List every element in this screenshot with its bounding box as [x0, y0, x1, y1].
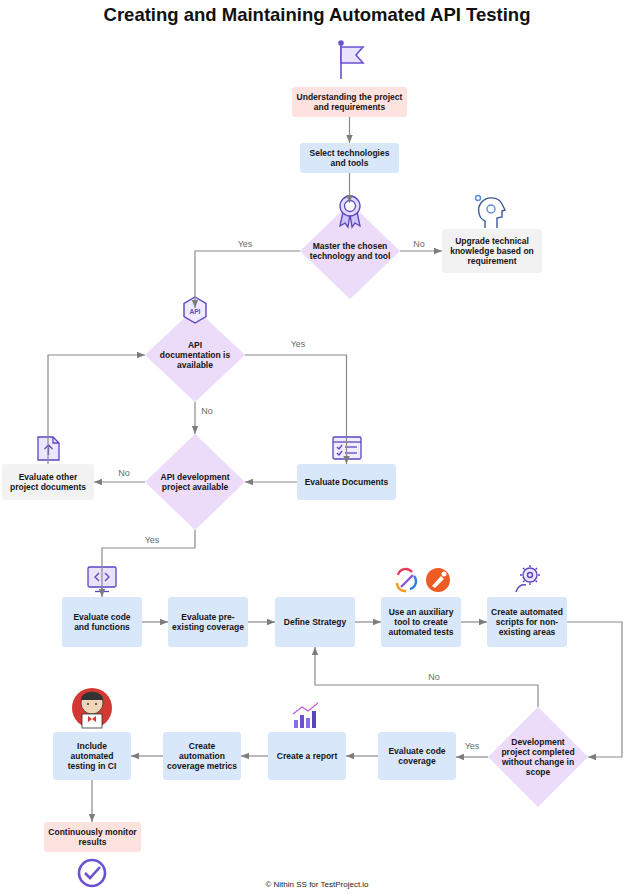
note-box: Evaluate other project documents: [2, 464, 94, 500]
connector: [195, 251, 300, 308]
connector: [194, 402, 195, 434]
edge-label: No: [201, 406, 213, 416]
connector: [461, 621, 487, 622]
node-text: Evaluate Documents: [305, 477, 389, 487]
process-box: Select technologies and tools: [300, 143, 399, 173]
diamond-fill: [145, 308, 245, 402]
process-box: Create a report: [268, 732, 346, 780]
node-text: Include automated testing in CI: [56, 741, 128, 771]
node-text: Use an auxiliary tool to create automate…: [384, 607, 458, 637]
chart-icon: [293, 703, 318, 728]
api-icon: [184, 297, 206, 323]
edge-label: No: [413, 239, 425, 249]
process-box: Use an auxiliary tool to create automate…: [381, 597, 461, 647]
connector: [346, 755, 378, 756]
edge-label: Yes: [238, 239, 253, 249]
edge-label: Yes: [291, 339, 306, 349]
connector: [102, 530, 195, 597]
node-text: Define Strategy: [284, 617, 346, 627]
node-text: Understanding the project and requiremen…: [295, 92, 404, 112]
title: Creating and Maintaining Automated API T…: [0, 4, 634, 26]
connector: [48, 355, 145, 464]
connector: [456, 756, 488, 757]
connector: [400, 250, 442, 251]
node-text: Continuously monitor results: [47, 827, 138, 847]
process-box: Evaluate code coverage: [378, 732, 456, 780]
diamond-fill: [488, 707, 588, 807]
connector: [245, 355, 347, 464]
terminal-box: Understanding the project and requiremen…: [292, 87, 407, 117]
decision-diamond: Development project completed without ch…: [488, 707, 588, 807]
edge-label: No: [118, 468, 130, 478]
monitor-icon: [88, 567, 116, 592]
connector: [248, 621, 275, 622]
terminal-box: Continuously monitor results: [44, 822, 141, 852]
node-text: Upgrade technical knowledge based on req…: [445, 236, 539, 266]
decision-diamond: API development project available: [145, 434, 245, 530]
process-box: Create automation coverage metrics: [163, 732, 241, 780]
node-text: API development project available: [159, 472, 231, 492]
connector: [241, 755, 268, 756]
connector: [349, 117, 350, 143]
connector: [91, 780, 92, 822]
process-box: Create automated scripts for non-existin…: [487, 597, 567, 647]
edge-label: Yes: [465, 741, 480, 751]
edge-label: No: [428, 672, 440, 682]
process-box: Evaluate code and functions: [62, 597, 142, 647]
connector: [131, 755, 163, 756]
node-text: Evaluate other project documents: [5, 472, 91, 492]
process-box: Define Strategy: [275, 597, 355, 647]
connector: [94, 481, 145, 482]
node-text: Select technologies and tools: [303, 148, 396, 168]
node-text: Evaluate code and functions: [65, 612, 139, 632]
flag-icon: [339, 41, 363, 79]
gear-icon: [516, 565, 540, 592]
diamond-fill: [300, 203, 400, 299]
connector: [349, 173, 350, 203]
node-text: API documentation is available: [159, 340, 231, 370]
head-icon: [476, 196, 506, 229]
node-text: Development project completed without ch…: [498, 737, 578, 777]
jenkins-logo: [72, 688, 112, 728]
edge-label: Yes: [145, 535, 160, 545]
connector: [315, 647, 538, 707]
icon-label: API: [190, 308, 201, 315]
connector: [142, 621, 168, 622]
tool-logo: [397, 569, 416, 591]
connector: [355, 621, 381, 622]
node-text: Create automation coverage metrics: [166, 741, 238, 771]
process-box: Evaluate pre-existing coverage: [168, 597, 248, 647]
node-text: Master the chosen technology and tool: [308, 241, 392, 261]
caption: © Nithin SS for TestProject.io: [0, 880, 634, 889]
checklist-icon: [333, 437, 361, 459]
connector: [245, 481, 297, 482]
node-text: Create a report: [277, 751, 337, 761]
node-text: Create automated scripts for non-existin…: [490, 607, 564, 637]
diamond-fill: [145, 434, 245, 530]
postman-logo: [426, 568, 450, 592]
check-icon: [79, 860, 105, 886]
connector: [567, 622, 622, 757]
process-box: Include automated testing in CI: [53, 732, 131, 780]
file-icon: [38, 437, 59, 460]
note-box: Upgrade technical knowledge based on req…: [442, 229, 542, 273]
node-text: Evaluate code coverage: [381, 746, 453, 766]
process-box: Evaluate Documents: [297, 464, 396, 500]
node-text: Evaluate pre-existing coverage: [171, 612, 245, 632]
